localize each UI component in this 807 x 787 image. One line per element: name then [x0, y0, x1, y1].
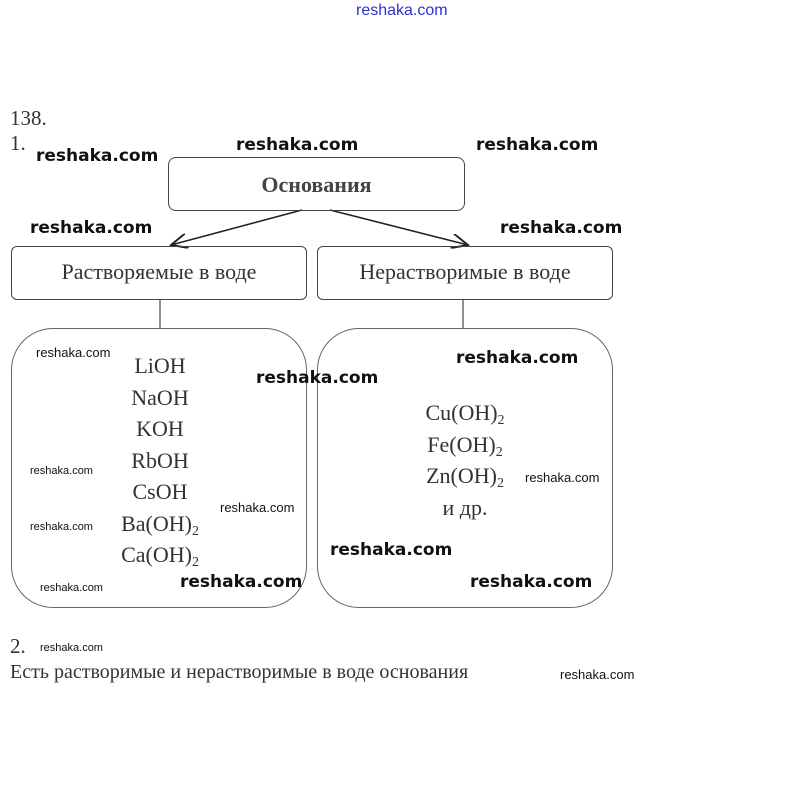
watermark: reshaka.com: [256, 368, 379, 388]
formula-subscript: 2: [191, 523, 199, 539]
watermark: reshaka.com: [330, 540, 453, 560]
part1-label: 1.: [10, 131, 26, 155]
formula-text: Zn(OH): [426, 463, 497, 488]
soluble-category-label: Растворяемые в воде: [61, 259, 257, 284]
root-label: Основания: [261, 172, 372, 197]
base-formula: LiOH: [60, 350, 260, 382]
small-watermark: reshaka.com: [560, 667, 635, 682]
watermark: reshaka.com: [180, 572, 303, 592]
insoluble-category-box: Нерастворимые в воде: [317, 246, 613, 300]
part2-label: 2.: [10, 634, 26, 658]
formula-text: RbOH: [131, 447, 189, 473]
formula-subscript: 2: [495, 444, 503, 460]
watermark: reshaka.com: [476, 135, 599, 155]
formula-text: CsOH: [132, 479, 188, 504]
base-formula: и др.: [365, 492, 565, 524]
formula-text: Ba(OH): [121, 510, 192, 536]
soluble-examples-box: [11, 328, 307, 608]
base-formula: RbOH: [60, 445, 260, 477]
base-formula: Fe(OH)2: [365, 429, 565, 461]
watermark: reshaka.com: [470, 572, 593, 592]
watermark: reshaka.com: [500, 218, 623, 238]
small-watermark: reshaka.com: [40, 642, 103, 654]
small-watermark: reshaka.com: [220, 500, 295, 515]
watermark: reshaka.com: [36, 146, 159, 166]
base-formula: CsOH: [60, 476, 260, 508]
root-box: Основания: [168, 157, 465, 211]
small-watermark: reshaka.com: [36, 345, 111, 360]
small-watermark: reshaka.com: [525, 470, 600, 485]
formula-text: Cu(OH): [425, 400, 498, 425]
base-formula: Zn(OH)2: [365, 460, 565, 492]
watermark: reshaka.com: [236, 135, 359, 155]
formula-subscript: 2: [191, 555, 199, 570]
task-number: 138.: [10, 106, 47, 130]
arrow-right: [329, 209, 468, 245]
formula-text: и др.: [442, 494, 488, 520]
formula-text: LiOH: [134, 353, 186, 378]
formula-subscript: 2: [496, 476, 504, 491]
arrow-left: [171, 209, 303, 245]
header-watermark-link[interactable]: reshaka.com: [356, 2, 448, 19]
formula-text: Fe(OH): [427, 431, 496, 457]
small-watermark: reshaka.com: [30, 465, 93, 477]
base-formula: NaOH: [60, 382, 260, 414]
insoluble-category-label: Нерастворимые в воде: [359, 259, 571, 284]
insoluble-examples-box: [317, 328, 613, 608]
formula-text: NaOH: [131, 384, 189, 410]
base-formula: Cu(OH)2: [365, 397, 565, 429]
formula-text: Ca(OH): [121, 542, 192, 567]
answer-text: Есть растворимые и нерастворимые в воде …: [10, 661, 469, 683]
small-watermark: reshaka.com: [30, 521, 93, 533]
formula-subscript: 2: [497, 413, 505, 428]
soluble-category-box: Растворяемые в воде: [11, 246, 307, 300]
base-formula: Ca(OH)2: [60, 539, 260, 571]
watermark: reshaka.com: [456, 348, 579, 368]
formula-text: KOH: [136, 416, 184, 441]
watermark: reshaka.com: [30, 218, 153, 238]
small-watermark: reshaka.com: [40, 582, 103, 594]
base-formula: KOH: [60, 413, 260, 445]
base-formula: Ba(OH)2: [60, 508, 260, 540]
